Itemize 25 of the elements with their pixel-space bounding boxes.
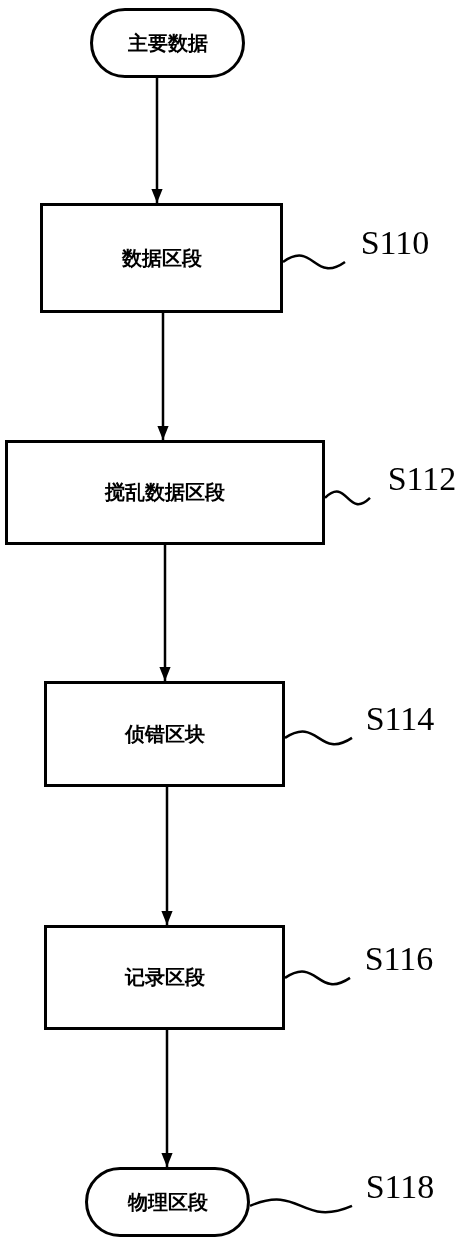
arrow <box>161 787 173 925</box>
process-box <box>5 440 325 545</box>
step-label: S116 <box>364 940 434 978</box>
leader-line <box>284 730 353 746</box>
step-label: S112 <box>387 460 457 498</box>
step-text: 物理区段 <box>127 1188 208 1216</box>
arrow <box>159 545 171 681</box>
step-text: 搅乱数据区段 <box>105 479 225 506</box>
arrow <box>161 1030 173 1167</box>
arrow <box>151 78 163 203</box>
leader-line <box>324 490 371 506</box>
step-text: 侦错区块 <box>124 720 205 748</box>
process-box <box>44 681 285 787</box>
leader-line <box>249 1198 353 1214</box>
arrow <box>157 313 169 440</box>
step-label: S118 <box>365 1168 435 1206</box>
process-box <box>44 925 285 1030</box>
step-label: S114 <box>365 700 435 738</box>
leader-line <box>282 254 346 270</box>
step-label: S110 <box>360 224 430 262</box>
step-text: 数据区段 <box>121 244 202 272</box>
leader-line <box>284 970 351 986</box>
step-text: 记录区段 <box>124 964 205 991</box>
step-text: 主要数据 <box>127 29 208 57</box>
process-box <box>40 203 283 313</box>
